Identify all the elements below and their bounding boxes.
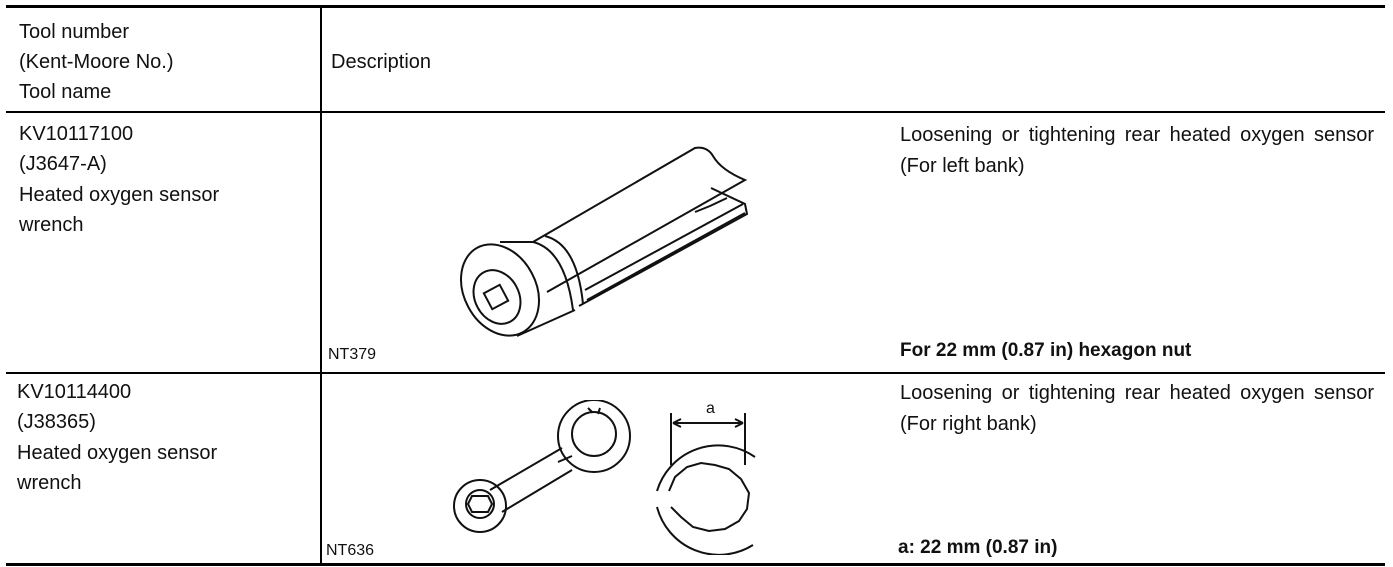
row2-kent-moore: (J38365) (17, 411, 96, 433)
row2-tool-number: KV10114400 (17, 381, 132, 403)
row2-description: Loosening or tightening rear heated oxyg… (900, 382, 1374, 435)
header-tool-name: Tool name (19, 81, 112, 103)
header-bottom-rule (6, 111, 1385, 113)
row2-tool-name: Heated oxygen sensor (17, 442, 218, 464)
dimension-label: a (706, 400, 715, 417)
socket-wrench-illustration (460, 146, 749, 337)
header-description: Description (331, 51, 432, 73)
row1-tool-name: Heated oxygen sensor (19, 184, 220, 206)
column-divider (320, 6, 322, 566)
header-kent-moore: (Kent-Moore No.) (19, 51, 174, 73)
row1-description: Loosening or tightening rear heated oxyg… (900, 124, 1374, 177)
flare-nut-wrench-illustration (453, 400, 631, 533)
row1-tool-number: KV10117100 (19, 123, 134, 145)
table-top-rule (6, 5, 1385, 8)
row1-kent-moore: (J3647-A) (19, 153, 107, 175)
row2-tool-name-cont: wrench (17, 472, 82, 494)
row1-tool-name-cont: wrench (19, 214, 84, 236)
row2-spec: a: 22 mm (0.87 in) (898, 537, 1058, 558)
header-tool-number: Tool number (19, 21, 130, 43)
row1-figure-code: NT379 (328, 346, 377, 363)
row-divider-rule (6, 372, 1385, 374)
row1-spec: For 22 mm (0.87 in) hexagon nut (900, 340, 1192, 361)
row2-figure-code: NT636 (326, 542, 375, 559)
table-bottom-rule (6, 563, 1385, 566)
wrench-opening-diagram (656, 413, 756, 555)
